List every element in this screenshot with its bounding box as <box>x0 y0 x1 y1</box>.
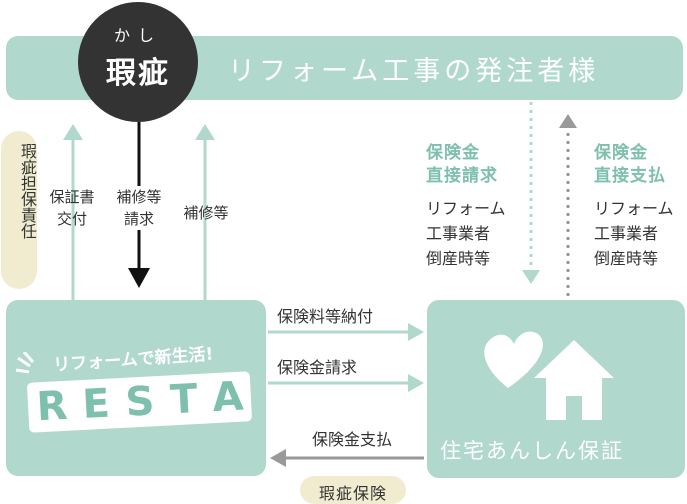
direct-claim-block: 保険金 直接請求 リフォーム 工事業者 倒産時等 <box>426 142 506 271</box>
defect-ruby: かし <box>113 26 162 45</box>
resta-letter-e: E <box>81 380 111 428</box>
insurer-name: 住宅あんしん保証 <box>440 439 624 463</box>
defect-insurance-badge: 瑕疵保険 <box>300 476 406 504</box>
sparkle-icon <box>15 352 35 374</box>
direct-payment-heading-2: 直接支払 <box>594 166 666 186</box>
premium-arrow <box>268 323 424 341</box>
direct-payment-condition: リフォーム 工事業者 倒産時等 <box>594 199 674 268</box>
defect-circle: かし 瑕疵 <box>78 2 198 122</box>
resta-letter-s: S <box>124 378 156 426</box>
direct-claim-heading-2: 直接請求 <box>426 166 498 186</box>
certificate-arrow <box>63 124 83 300</box>
direct-claim-condition: リフォーム 工事業者 倒産時等 <box>426 199 506 268</box>
claim-arrow <box>268 374 424 392</box>
client-title: リフォーム工事の発注者様 <box>228 56 600 87</box>
payout-label: 保険金支払 <box>312 430 393 449</box>
resta-letter-a: A <box>211 373 245 422</box>
resta-letter-r: R <box>35 382 69 431</box>
resta-letter-t: T <box>169 375 199 424</box>
premium-label: 保険料等納付 <box>277 307 374 326</box>
repair-arrow <box>195 124 215 300</box>
repair-label: 補修等 <box>183 204 229 222</box>
heart-house-icon <box>484 331 614 420</box>
direct-payment-arrow <box>559 114 577 296</box>
warranty-liability-label: 瑕疵担保責任 <box>1 131 37 289</box>
direct-payment-heading-1: 保険金 <box>594 143 648 163</box>
direct-payment-block: 保険金 直接支払 リフォーム 工事業者 倒産時等 <box>594 142 674 271</box>
direct-claim-heading-1: 保険金 <box>426 143 480 163</box>
defect-insurance-text: 瑕疵保険 <box>318 484 387 503</box>
defect-label: 瑕疵 <box>106 56 170 91</box>
direct-claim-arrow <box>522 102 540 284</box>
repair-request-label: 補修等 請求 <box>106 186 172 230</box>
certificate-label: 保証書 交付 <box>49 188 95 228</box>
claim-label: 保険金請求 <box>277 358 358 377</box>
warranty-liability-text: 瑕疵担保責任 <box>18 143 37 239</box>
payout-arrow <box>270 449 424 467</box>
